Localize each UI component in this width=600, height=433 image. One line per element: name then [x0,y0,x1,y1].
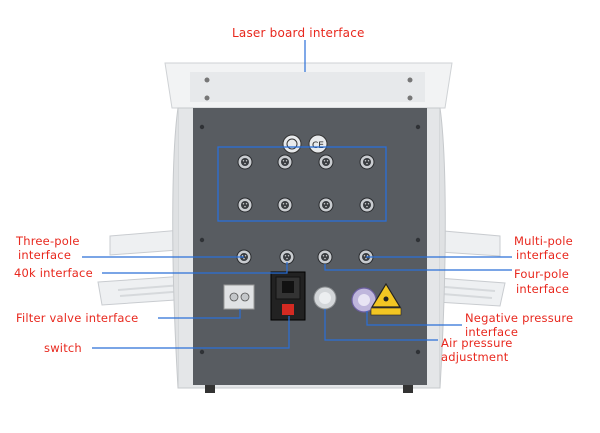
laser-connector-socket [237,154,253,170]
certification-logos: CE [282,134,328,154]
negative-pressure-interface-label-line1: Negative pressure [465,311,574,325]
laser-connector-socket [359,197,375,213]
three-pole-interface-label-line1: Three-pole [16,234,80,248]
approval-mark-icon [282,134,302,154]
leader-lines [82,256,512,349]
laser-board-box [217,146,387,222]
filter-valve-port [223,284,255,310]
laser-connector-socket [237,197,253,213]
laser-connector-socket [318,154,334,170]
device-foot-right [403,385,413,393]
laser-connector-socket [318,197,334,213]
air-pressure-knob [313,286,337,310]
interface-connector-socket [317,249,333,265]
four-pole-interface-label-line2: interface [516,282,570,296]
forty-k-interface-label: 40k interface [14,266,93,280]
laser-board-interface-label: Laser board interface [232,26,365,40]
control-panel [193,108,427,385]
switch-label: switch [44,341,82,355]
multi-pole-interface-label-line1: Multi-pole [514,234,573,248]
svg-text:CE: CE [312,141,324,151]
three-pole-interface-label-line2: interface [18,248,72,262]
air-pressure-adjustment-label-line2: adjustment [441,350,509,364]
top-bracket [164,40,453,109]
negative-pressure-interface-label-line2: interface [465,325,519,339]
interface-connector-socket [279,249,295,265]
power-switch [270,271,306,321]
laser-connector-socket [277,154,293,170]
multi-pole-interface-label-line2: interface [516,248,570,262]
ce-mark-icon [308,134,328,154]
filter-valve-interface-label: Filter valve interface [16,311,139,325]
lower-connectors [236,249,374,265]
air-pressure-adjustment-label-line1: Air pressure [441,336,513,350]
laser-connector-socket [359,154,375,170]
switch-rocker-icon [282,304,294,315]
laser-warning-icon [370,282,402,316]
laser-connector-socket [277,197,293,213]
laser-board-connectors [237,154,375,213]
device-foot-left [205,385,215,393]
panel-screws [199,124,421,355]
four-pole-interface-label-line1: Four-pole [514,267,570,281]
